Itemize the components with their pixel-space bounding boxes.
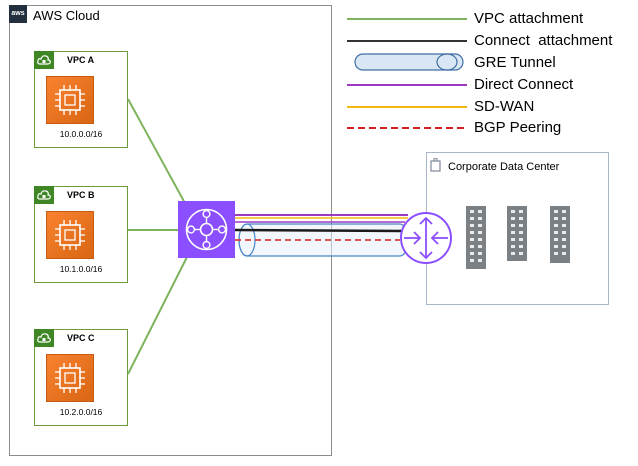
legend-vpc-attachment-label: VPC attachment	[474, 10, 584, 27]
data-center-title: Corporate Data Center	[448, 161, 560, 173]
vpc-cloud-icon	[34, 51, 54, 69]
transit-gateway-icon	[178, 201, 235, 258]
office-building-icon	[507, 206, 527, 261]
office-building-icon	[550, 206, 570, 263]
aws-logo-icon: aws	[9, 5, 27, 23]
legend-gre-tunnel-label: GRE Tunnel	[474, 54, 556, 71]
connect-attachment-line	[234, 228, 404, 233]
vpc-b-group: VPC B 10.1.0.0/16	[34, 186, 128, 283]
vpc-a-group: VPC A 10.0.0.0/16	[34, 51, 128, 148]
legend-connect-attachment-label: Connect attachment	[474, 32, 613, 49]
ec2-instance-icon	[46, 211, 94, 259]
vpc-b-cidr: 10.1.0.0/16	[59, 264, 103, 274]
vpc-a-attachment-line	[127, 98, 187, 206]
vpc-b-name: VPC B	[67, 190, 95, 200]
legend-gre-tunnel-symbol	[354, 53, 464, 71]
vpc-c-group: VPC C 10.2.0.0/16	[34, 329, 128, 426]
vpc-c-name: VPC C	[67, 333, 95, 343]
ec2-instance-icon	[46, 76, 94, 124]
router-icon	[400, 212, 452, 264]
vpc-c-cidr: 10.2.0.0/16	[59, 407, 103, 417]
vpc-a-name: VPC A	[67, 55, 95, 65]
data-center-icon	[430, 158, 441, 172]
legend-direct-connect-label: Direct Connect	[474, 76, 574, 93]
vpc-a-cidr: 10.0.0.0/16	[59, 129, 103, 139]
vpc-cloud-icon	[34, 186, 54, 204]
legend-bgp-peering-label: BGP Peering	[474, 119, 562, 136]
aws-cloud-title: AWS Cloud	[33, 8, 100, 23]
vpc-c-attachment-line	[127, 256, 188, 375]
ec2-instance-icon	[46, 354, 94, 402]
gre-tunnel	[238, 223, 409, 257]
legend-sd-wan-label: SD-WAN	[474, 98, 535, 115]
office-building-icon	[466, 206, 486, 269]
vpc-cloud-icon	[34, 329, 54, 347]
